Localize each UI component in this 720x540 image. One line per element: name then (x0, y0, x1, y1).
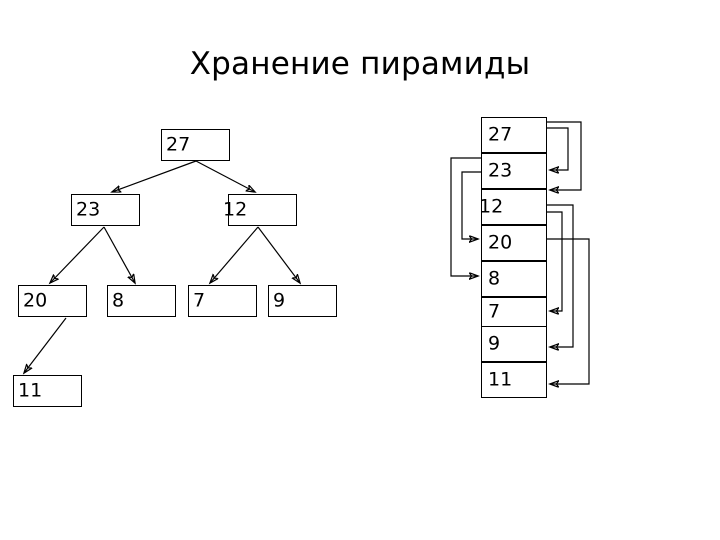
array-cell-3[interactable]: 20 (481, 225, 547, 261)
array-cell-0[interactable]: 27 (481, 117, 547, 153)
array-cell-1[interactable]: 23 (481, 153, 547, 189)
tree-node-7[interactable]: 7 (188, 285, 257, 317)
tree-edge-20-11 (24, 317, 67, 373)
tree-node-11[interactable]: 11 (13, 375, 82, 407)
array-link-0-2 (547, 121, 582, 190)
tree-node-label: 23 (76, 198, 101, 221)
array-cell-7[interactable]: 11 (481, 362, 547, 398)
array-cell-label: 12 (479, 195, 504, 218)
array-link-2-5 (547, 211, 563, 311)
tree-node-label: 8 (112, 289, 125, 312)
tree-node-label: 7 (193, 289, 206, 312)
array-cell-label: 8 (488, 267, 501, 290)
array-link-0-1 (547, 127, 569, 170)
tree-edge-27-12 (195, 160, 255, 192)
tree-edge-27-23 (112, 160, 197, 192)
array-cell-4[interactable]: 8 (481, 261, 547, 297)
tree-node-label: 9 (273, 289, 286, 312)
tree-edge-23-20 (50, 226, 105, 283)
tree-node-12[interactable]: 12 (223, 194, 297, 226)
tree-node-label: 20 (23, 289, 48, 312)
page-title: Хранение пирамиды (189, 46, 531, 82)
array-cell-label: 23 (488, 159, 513, 182)
tree-node-9[interactable]: 9 (268, 285, 337, 317)
array-link-1-4 (450, 157, 481, 276)
array-cell-label: 20 (488, 231, 513, 254)
tree-node-8[interactable]: 8 (107, 285, 176, 317)
array-cell-6[interactable]: 9 (481, 326, 547, 362)
array-link-3-7 (547, 238, 590, 384)
tree-node-label: 11 (18, 379, 43, 402)
tree-edge-12-9 (257, 226, 300, 283)
tree-edge-12-7 (210, 226, 259, 283)
tree-node-23[interactable]: 23 (71, 194, 140, 226)
array-cell-label: 7 (488, 300, 501, 323)
array-cell-label: 11 (488, 368, 513, 391)
array-cell-2[interactable]: 12 (479, 189, 547, 225)
tree-node-20[interactable]: 20 (18, 285, 87, 317)
array-cell-5[interactable]: 7 (481, 297, 547, 327)
array-link-2-6 (547, 204, 574, 347)
tree-node-label: 12 (223, 198, 248, 221)
tree-edge-23-8 (103, 226, 135, 283)
tree-node-27[interactable]: 27 (161, 129, 230, 161)
array-cell-label: 27 (488, 123, 513, 146)
array-cell-label: 9 (488, 332, 501, 355)
tree-node-label: 27 (166, 133, 191, 156)
